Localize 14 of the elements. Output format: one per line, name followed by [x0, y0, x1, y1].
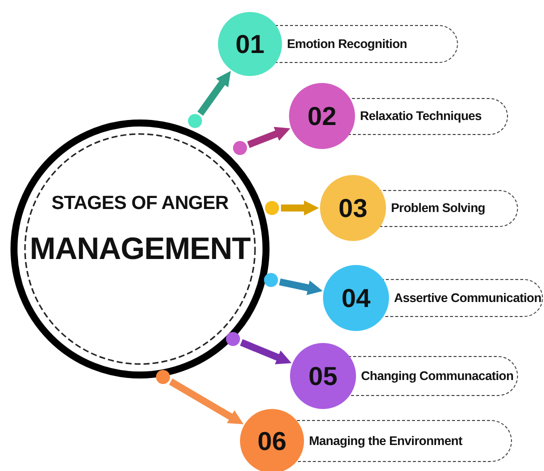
step-number-circle: 06	[240, 409, 304, 471]
step-number-circle: 05	[290, 343, 356, 409]
step-number-circle: 02	[289, 83, 355, 149]
step-number-circle: 01	[218, 12, 282, 76]
arrow	[240, 339, 292, 364]
arrow	[168, 378, 244, 424]
arrow	[197, 70, 231, 116]
arrow	[279, 278, 323, 296]
title-text: MANAGEMENT	[30, 231, 250, 267]
arrow	[247, 126, 290, 148]
arrow	[281, 200, 319, 216]
step-number-circle: 04	[323, 265, 389, 331]
title-text: STAGES OF ANGER	[51, 193, 229, 215]
step-number-circle: 03	[320, 175, 386, 241]
